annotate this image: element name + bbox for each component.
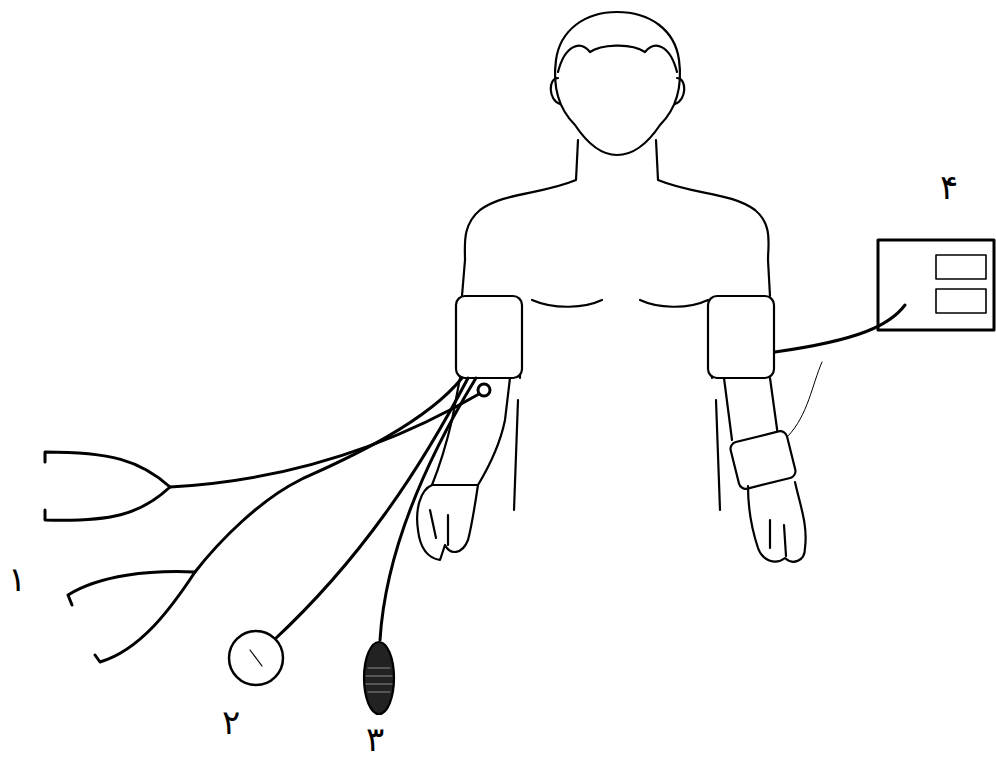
- monitor-hose: [775, 305, 905, 352]
- ear-left: [551, 78, 560, 104]
- arm-cuff: [708, 296, 774, 378]
- inflation-bulb: [364, 642, 394, 714]
- bulb-ribs: [366, 668, 392, 692]
- pressure-gauge: [229, 631, 283, 685]
- wrist-cuff: [729, 430, 797, 491]
- finger-line: [430, 510, 448, 545]
- gauge-needle: [250, 650, 262, 666]
- stethoscope-earpiece: [68, 572, 195, 662]
- hair-line: [558, 46, 677, 72]
- callout-number: ۳: [366, 722, 384, 756]
- stethoscope-earpiece: [45, 452, 170, 520]
- chest-line: [532, 300, 602, 307]
- torso-right: [656, 140, 770, 296]
- bulb-tube: [380, 378, 476, 640]
- finger-line: [770, 520, 786, 556]
- head-outline: [555, 12, 680, 155]
- hand-outline: [748, 482, 806, 562]
- arm-outline: [724, 378, 778, 440]
- chest-line: [640, 300, 708, 307]
- arm-outline: [478, 378, 510, 485]
- arm-cuff: [456, 296, 522, 378]
- callout-number: ۲: [222, 705, 240, 739]
- wrist-cable: [788, 362, 822, 436]
- hand-outline: [417, 485, 478, 560]
- callout-number: ۱: [8, 562, 26, 596]
- gauge-tube: [274, 378, 468, 640]
- monitor-display: [936, 289, 986, 313]
- ear-right: [675, 78, 684, 104]
- torso-left: [462, 140, 578, 296]
- callout-number: ۴: [940, 170, 958, 204]
- monitor-display: [936, 255, 986, 279]
- cuff-tube: [195, 378, 462, 572]
